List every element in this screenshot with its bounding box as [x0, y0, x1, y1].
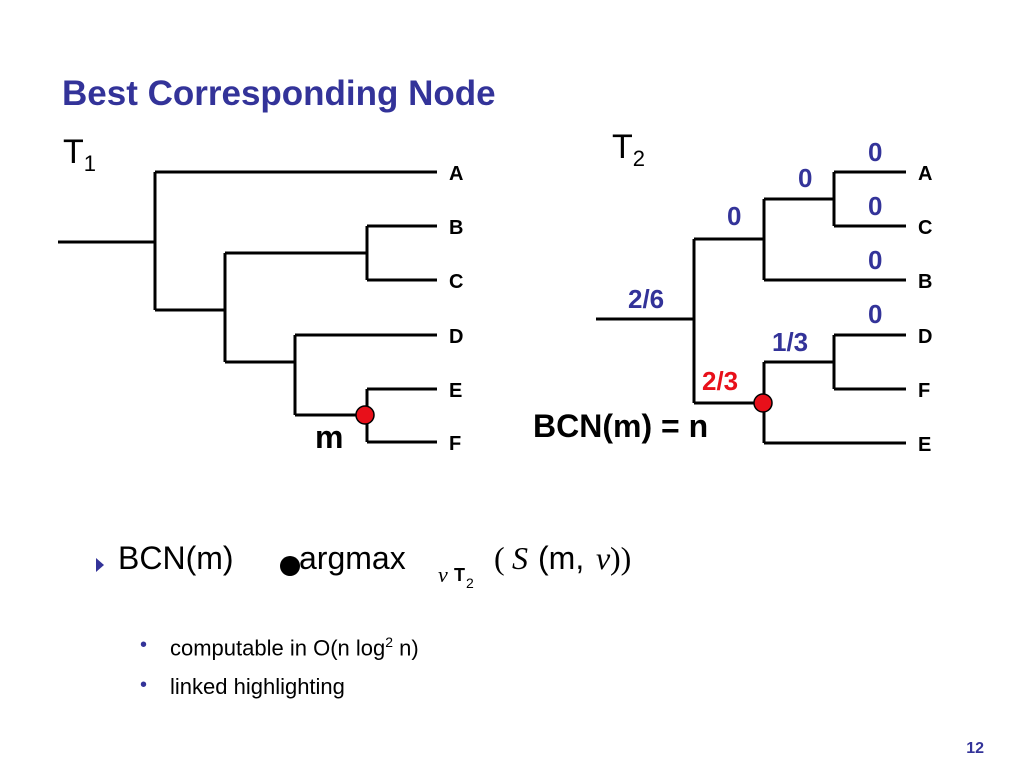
t2-score-node-acb: 0 — [727, 201, 741, 231]
t1-leaf-f: F — [449, 433, 461, 455]
formula-paren-open: ( — [494, 540, 505, 576]
formula-sub-v: v — [438, 562, 448, 587]
page-number: 12 — [966, 740, 984, 757]
formula-m: (m, — [538, 540, 585, 576]
t2-leaf-f: F — [918, 380, 930, 402]
t2-leaf-e: E — [918, 434, 931, 456]
bullet-arrow-icon — [96, 558, 104, 572]
t2-score-leaf-b: 0 — [868, 245, 882, 275]
t2-score-node-ac: 0 — [798, 163, 812, 193]
t2-leaf-d: D — [918, 326, 932, 348]
t2-score-leaf-d: 0 — [868, 299, 882, 329]
t2-score-node-df: 1/3 — [772, 327, 808, 357]
formula-prefix: BCN(m) — [118, 540, 234, 576]
bullet-dot-icon: • — [140, 674, 148, 696]
t2-score-leaf-a: 0 — [868, 137, 882, 167]
t2-score-leaf-c: 0 — [868, 191, 882, 221]
t2-leaf-b: B — [918, 271, 932, 293]
slide-title: Best Corresponding Node — [62, 74, 496, 113]
t2-leaf-a: A — [918, 163, 932, 185]
t1-leaf-c: C — [449, 271, 463, 293]
tree-t2 — [596, 170, 906, 445]
formula-argmax: argmax — [299, 540, 406, 576]
tree-t1 — [58, 170, 437, 444]
formula-v: v — [596, 540, 611, 576]
t1-leaf-a: A — [449, 163, 463, 185]
bullet-dot-icon: • — [140, 634, 148, 656]
formula-s: S — [512, 540, 528, 576]
formula-equals-dot-icon — [280, 556, 300, 576]
t1-leaf-e: E — [449, 380, 462, 402]
t1-marked-node — [355, 405, 375, 425]
t1-leaf-b: B — [449, 217, 463, 239]
formula-paren-close: )) — [610, 540, 632, 576]
formula-sub-t: T — [454, 565, 465, 585]
t2-leaf-c: C — [918, 217, 932, 239]
t1-leaf-d: D — [449, 326, 463, 348]
t1-name: T1 — [63, 133, 96, 176]
t2-corresponding-node — [753, 393, 773, 413]
t2-score-root: 2/6 — [628, 284, 664, 314]
bcn-result-label: BCN(m) = n — [533, 408, 708, 444]
t2-score-node-dfe: 2/3 — [702, 366, 738, 396]
t1-marked-node-label: m — [315, 419, 343, 455]
formula-sub-t-index: 2 — [466, 575, 474, 591]
sub-bullet-text: computable in O(n log2 n) — [170, 634, 419, 661]
sub-bullet-text: linked highlighting — [170, 674, 345, 699]
t2-name: T2 — [612, 128, 645, 171]
